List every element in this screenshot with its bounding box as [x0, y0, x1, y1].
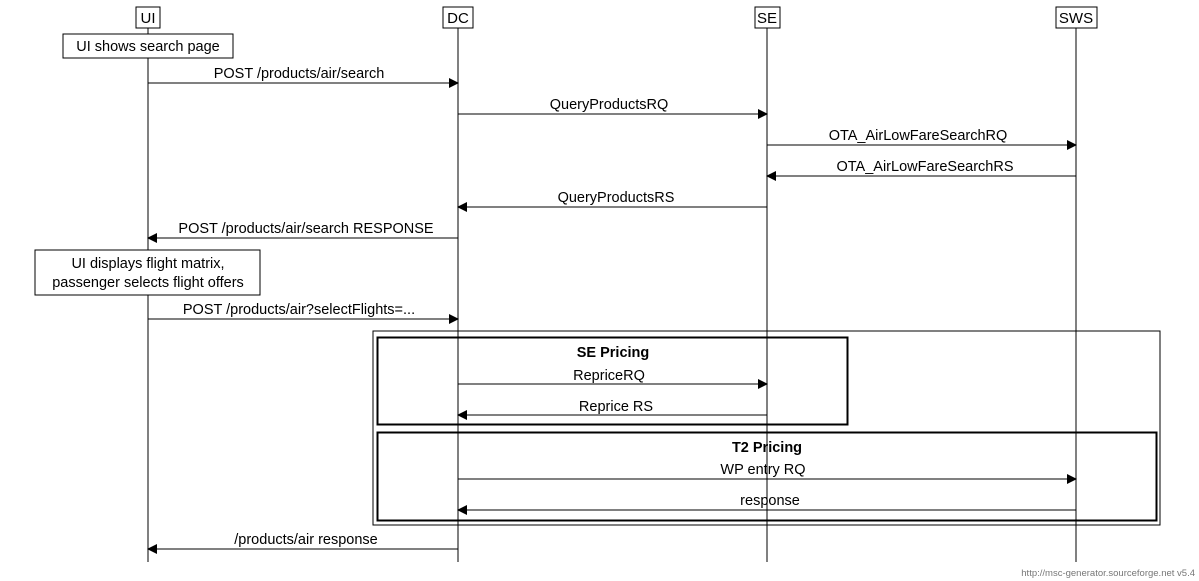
entity-dc-label: DC [447, 10, 469, 27]
footer-watermark: http://msc-generator.sourceforge.net v5.… [1021, 568, 1195, 579]
message-ota-rq: OTA_AirLowFareSearchRQ [767, 128, 1077, 150]
message-wp-entry-rq-label: WP entry RQ [720, 462, 805, 478]
message-reprice-rq: RepriceRQ [458, 368, 768, 389]
note-flight-matrix: UI displays flight matrix, passenger sel… [34, 249, 261, 296]
message-wp-entry-rq: WP entry RQ [458, 462, 1077, 484]
entity-sws-label: SWS [1059, 10, 1093, 27]
message-ota-rs-label: OTA_AirLowFareSearchRS [836, 159, 1013, 175]
entity-se: SE [754, 6, 781, 29]
group-se-pricing [376, 336, 849, 426]
group-t2-pricing [376, 431, 1158, 522]
message-response: response [457, 493, 1076, 515]
group-se-pricing-title: SE Pricing [577, 345, 650, 361]
entity-dc: DC [442, 6, 474, 29]
message-ota-rq-label: OTA_AirLowFareSearchRQ [829, 128, 1008, 144]
message-air-response: /products/air response [147, 532, 458, 554]
message-air-response-label: /products/air response [234, 532, 377, 548]
message-post-select: POST /products/air?selectFlights=... [148, 302, 459, 324]
message-post-search-response-label: POST /products/air/search RESPONSE [178, 221, 434, 237]
message-reprice-rs-label: Reprice RS [579, 399, 653, 415]
entity-ui-label: UI [141, 10, 156, 27]
message-reprice-rs: Reprice RS [457, 399, 767, 420]
message-query-products-rq: QueryProductsRQ [458, 97, 768, 119]
message-response-label: response [740, 493, 800, 509]
message-query-products-rs: QueryProductsRS [457, 190, 767, 212]
group-t2-pricing-title: T2 Pricing [732, 440, 802, 456]
message-query-products-rq-label: QueryProductsRQ [550, 97, 668, 113]
note-flight-matrix-line2: passenger selects flight offers [52, 275, 244, 291]
message-reprice-rq-label: RepriceRQ [573, 368, 645, 384]
message-post-search-response: POST /products/air/search RESPONSE [147, 221, 458, 243]
message-post-search: POST /products/air/search [148, 66, 459, 88]
message-post-select-label: POST /products/air?selectFlights=... [183, 302, 415, 318]
entity-sws: SWS [1055, 6, 1098, 29]
parallel-block [372, 330, 1161, 526]
entity-se-label: SE [757, 10, 777, 27]
note-search-page: UI shows search page [62, 33, 234, 59]
message-ota-rs: OTA_AirLowFareSearchRS [766, 159, 1076, 181]
entity-ui: UI [135, 6, 161, 29]
message-post-search-label: POST /products/air/search [214, 66, 385, 82]
note-flight-matrix-line1: UI displays flight matrix, [71, 256, 224, 272]
note-search-page-text: UI shows search page [76, 39, 219, 55]
message-query-products-rs-label: QueryProductsRS [558, 190, 675, 206]
